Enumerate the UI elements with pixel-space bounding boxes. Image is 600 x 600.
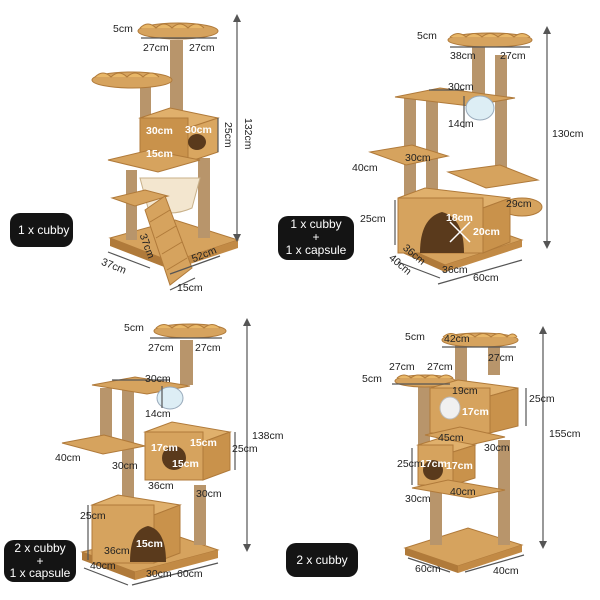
dim-base-width-1: 30cm <box>146 568 172 580</box>
dim-platform-depth: 40cm <box>352 162 378 174</box>
cat-tree-illustration <box>91 14 241 291</box>
dim-lower-width: 17cm <box>420 458 447 470</box>
dim-lower-hole: 15cm <box>136 538 163 550</box>
dim-total-height: 155cm <box>549 428 581 440</box>
dim-cubby-depth: 30cm <box>185 124 212 136</box>
cat-tree-illustration <box>61 318 251 586</box>
badge-cubby-count: 1 x cubby <box>10 213 73 247</box>
dim-base-width: 60cm <box>415 563 441 575</box>
badge-line-3: 1 x capsule <box>285 243 347 257</box>
badge-line-2: + <box>36 553 44 568</box>
dim-cubby2-width: 30cm <box>196 488 222 500</box>
cat-tree-illustration <box>392 326 547 573</box>
dim-mid-width-1: 27cm <box>389 361 415 373</box>
dim-cubby-hole: 15cm <box>146 148 173 160</box>
dim-shelf-depth: 14cm <box>448 118 474 130</box>
badge-line-1: 1 x cubby <box>290 217 342 231</box>
dim-cubby2-depth: 36cm <box>148 480 174 492</box>
dim-lower-width: 36cm <box>104 545 130 557</box>
dim-top-width-2: 27cm <box>500 50 526 62</box>
panel-2-cat-tree-cubby-capsule: 5cm 38cm 27cm 30cm 14cm 130cm 30cm 40cm … <box>278 0 600 300</box>
dim-cubby-width: 19cm <box>452 385 478 397</box>
dim-shelf-width: 30cm <box>448 81 474 93</box>
dim-hole-width: 18cm <box>446 212 473 224</box>
panel-4-cat-tree-2-cubby: 5cm 42cm 27cm 27cm 27cm 5cm 155cm 19cm 1… <box>286 300 600 600</box>
dim-cubby-height: 25cm <box>222 122 234 148</box>
badge-line-3: 1 x capsule <box>9 566 71 580</box>
dim-cubby-height: 25cm <box>529 393 555 405</box>
dim-total-height: 130cm <box>552 128 584 140</box>
dim-cubby-height: 25cm <box>360 213 386 225</box>
dim-shelf-depth: 14cm <box>145 408 171 420</box>
badge-2-cubby-capsule-count: 2 x cubby + 1 x capsule <box>4 540 76 582</box>
dim-lower-height: 25cm <box>397 458 423 470</box>
dim-top-width-2: 27cm <box>195 342 221 354</box>
dim-lower-depth-1: 30cm <box>405 493 431 505</box>
dim-post-height: 30cm <box>484 442 510 454</box>
dim-cubby-width-2: 15cm <box>190 437 217 449</box>
dim-top-width-1: 42cm <box>444 333 470 345</box>
dim-hole-height: 20cm <box>473 226 500 238</box>
dim-base-depth: 40cm <box>90 560 116 572</box>
dim-cubby2-height: 25cm <box>232 443 258 455</box>
dim-cubby-width: 30cm <box>146 125 173 137</box>
dim-shelf-width: 30cm <box>145 373 171 385</box>
dim-cubby-depth: 45cm <box>438 432 464 444</box>
dim-top-thickness: 5cm <box>417 30 437 42</box>
dim-base-width-1: 36cm <box>442 264 468 276</box>
dim-lower-height: 25cm <box>80 510 106 522</box>
dim-base-depth: 40cm <box>493 565 519 577</box>
cat-tree-illustration <box>368 26 551 285</box>
dim-top-width-2: 27cm <box>488 352 514 364</box>
dim-total-height: 132cm <box>242 118 254 150</box>
dim-top-thickness: 5cm <box>405 331 425 343</box>
dim-lower-depth-2: 40cm <box>450 486 476 498</box>
dim-top-thickness: 5cm <box>124 322 144 334</box>
dim-top-thickness: 5cm <box>113 23 133 35</box>
dim-capsule: 29cm <box>506 198 532 210</box>
panel-1-cat-tree-cubby: 5cm 27cm 27cm 132cm 25cm 30cm 30cm 15cm … <box>0 0 300 300</box>
dim-base-width-2: 60cm <box>473 272 499 284</box>
badge-2-cubby-count: 2 x cubby <box>286 543 358 577</box>
dim-total-height: 138cm <box>252 430 284 442</box>
dim-top-width-1: 27cm <box>148 342 174 354</box>
dim-lower-hole: 17cm <box>446 460 473 472</box>
dim-mid-thickness: 5cm <box>362 373 382 385</box>
dim-base-width-2: 60cm <box>177 568 203 580</box>
dim-cubby-width: 17cm <box>151 442 178 454</box>
dim-top-width-1: 38cm <box>450 50 476 62</box>
badge-line-2: + <box>312 230 320 244</box>
badge-line-1: 2 x cubby <box>14 541 66 555</box>
dim-platform-depth: 40cm <box>55 452 81 464</box>
panel-3-cat-tree-2-cubby-capsule: 5cm 27cm 27cm 30cm 14cm 138cm 40cm 30cm … <box>0 300 300 600</box>
dim-ramp-width: 15cm <box>177 282 203 294</box>
dim-cubby-hole-height: 15cm <box>172 458 199 470</box>
badge-cubby-capsule-count: 1 x cubby + 1 x capsule <box>278 216 354 260</box>
dim-mid-width-2: 27cm <box>427 361 453 373</box>
dim-platform-width: 30cm <box>405 152 431 164</box>
dim-top-width-1: 27cm <box>143 42 169 54</box>
dim-top-width-2: 27cm <box>189 42 215 54</box>
dim-cubby-hole: 17cm <box>462 406 489 418</box>
dim-platform-width: 30cm <box>112 460 138 472</box>
